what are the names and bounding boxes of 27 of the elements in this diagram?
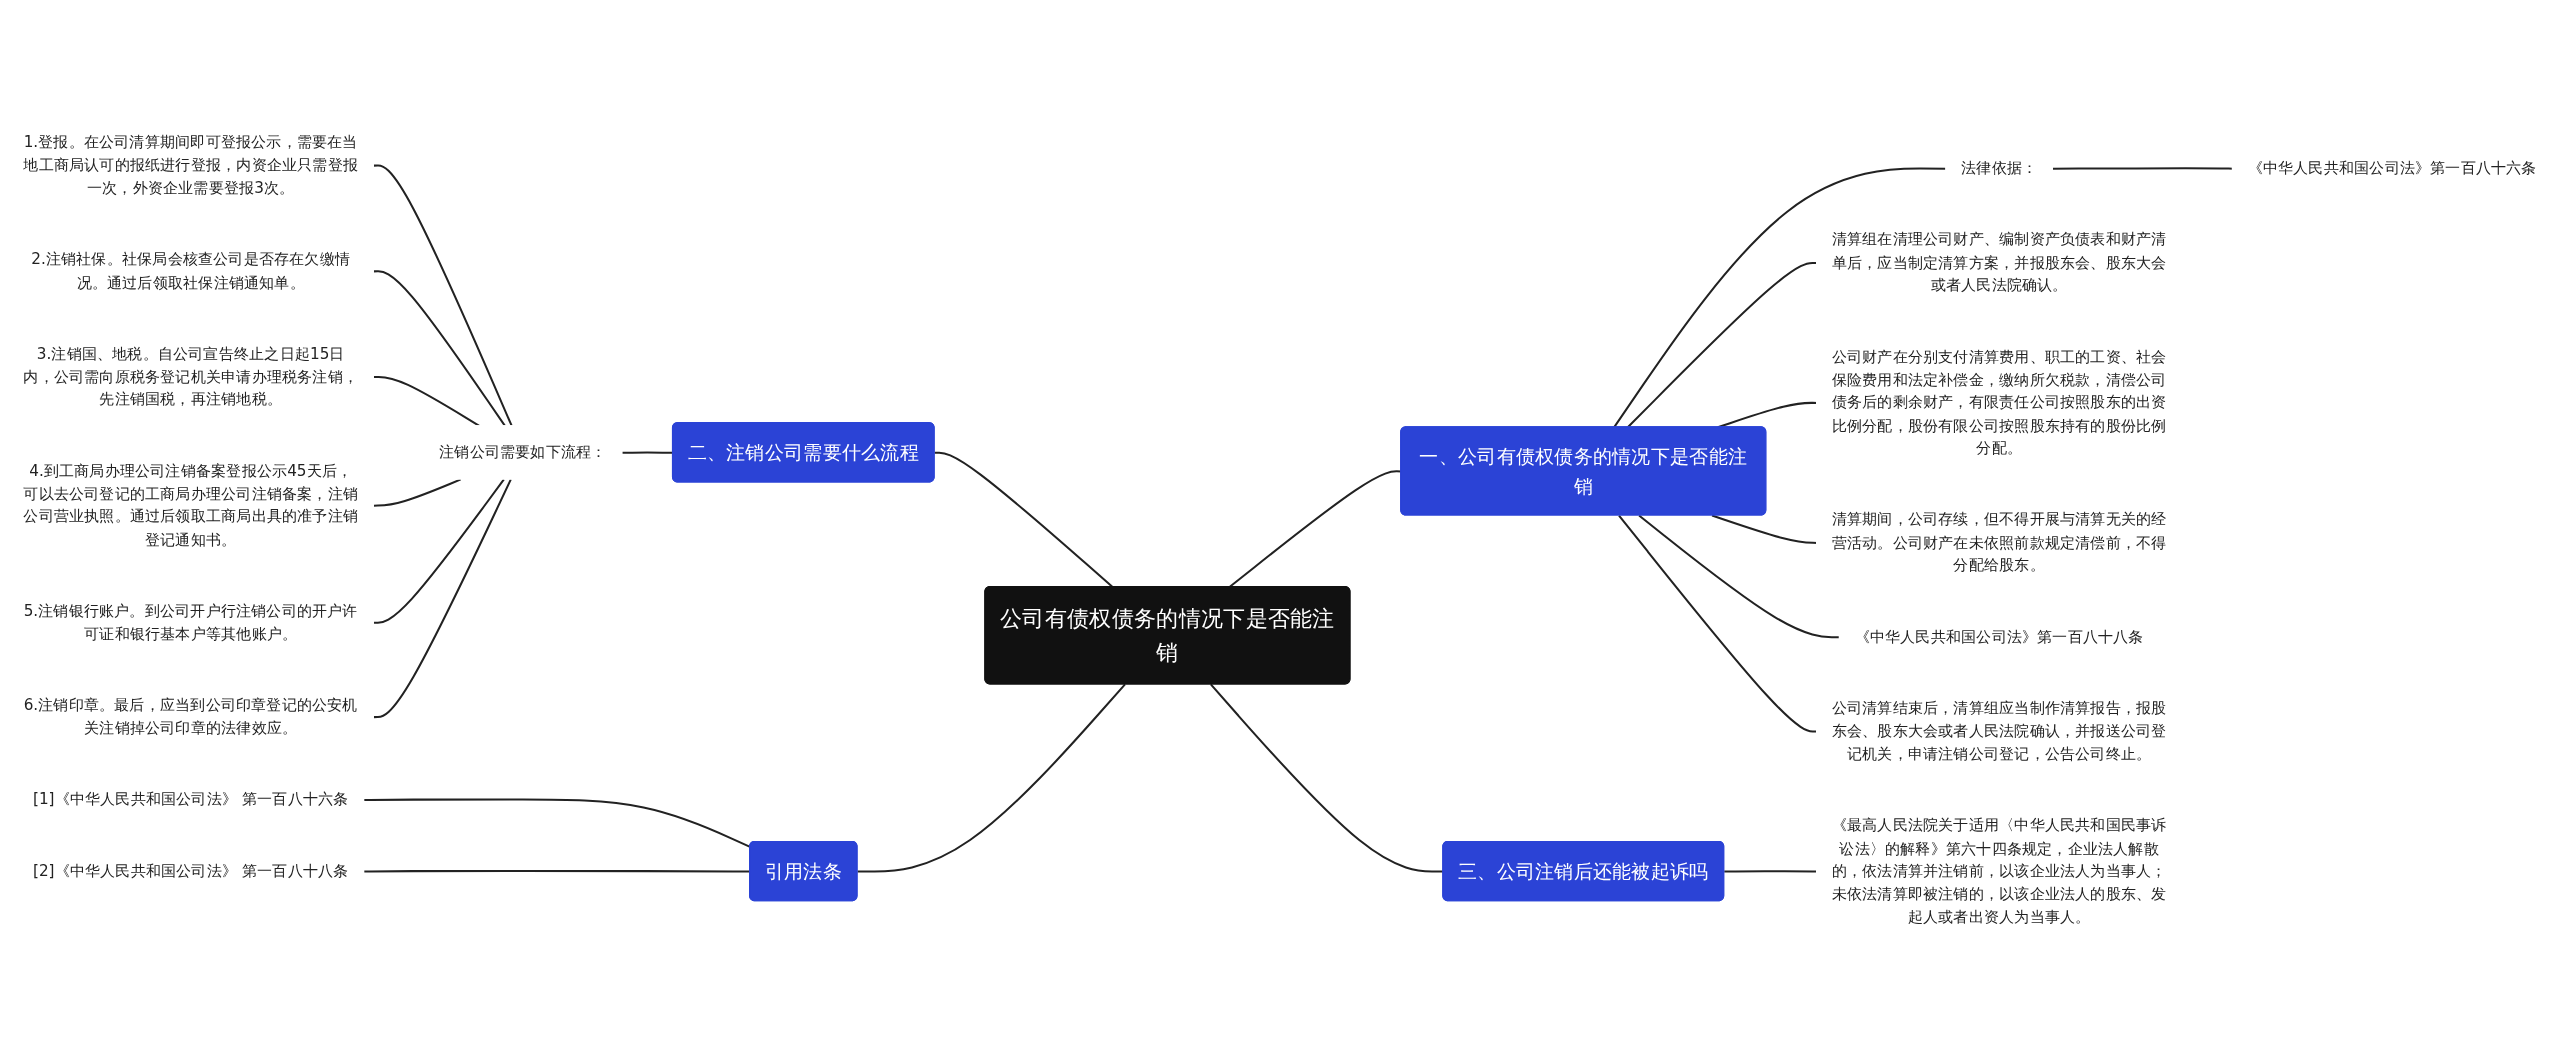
node-text: 3.注销国、地税。自公司宣告终止之日起15日内，公司需向原税务登记机关申请办理税务注销，先注销国税，再注销地税。 (23, 344, 359, 409)
connector (373, 270, 506, 427)
connector (373, 478, 462, 507)
node-text: 清算组在清理公司财产、编制资产负债表和财产清单后，应当制定清算方案，并报股东会、股东大会或者人民法院确认。 (1831, 230, 2167, 295)
connector (934, 451, 1114, 588)
node-text: 5.注销银行账户。到公司开户行注销公司的开户许可证和银行基本户等其他账户。 (23, 601, 358, 643)
connector (373, 479, 512, 719)
node-text: 清算期间，公司存续，但不得开展与清算无关的经营活动。公司财产在未依照前款规定清偿前，不得分配给股东。 (1831, 510, 2167, 575)
connector (373, 478, 505, 624)
node-text: [2]《中华人民共和国公司法》 第一百八十八条 (32, 861, 349, 880)
node-text: 4.到工商局办理公司注销备案登报公示45天后，可以去公司登记的工商局办理公司注销备案，注销公司营业执照。通过后领取工商局出具的准予注销登记通知书。 (23, 461, 359, 549)
node-text: 法律依据： (1961, 158, 2038, 178)
node-text: 1.登报。在公司清算期间即可登报公示，需要在当地工商局认可的报纸进行登报，内资企业只需登报一次，外资企业需要登报3次。 (23, 132, 359, 197)
connector (373, 164, 513, 427)
node-text: [1]《中华人民共和国公司法》 第一百八十六条 (32, 790, 349, 809)
connector (2052, 167, 2233, 170)
connector (622, 451, 673, 454)
connector (1638, 514, 1840, 639)
node-text: 公司财产在分别支付清算费用、职工的工资、社会保险费用和法定补偿金，缴纳所欠税款，清偿公司债务后的剩余财产，有限责任公司按照股东的出资比例分配，股份有限公司按照股东持有的股份比例分配。 (1831, 347, 2167, 457)
node-text: 2.注销社保。社保局会核查公司是否存在欠缴情况。通过后领取社保注销通知单。 (31, 250, 351, 292)
node-text: 公司清算结束后，清算组应当制作清算报告，报股东会、股东大会或者人民法院确认，并报送公司登记机关，申请注销公司登记，公告公司终止。 (1831, 698, 2167, 763)
node-text: 《中华人民共和国公司法》第一百八十八条 (1854, 627, 2144, 646)
node-text: 6.注销印章。最后，应当到公司印章登记的公安机关注销掉公司印章的法律效应。 (23, 695, 358, 737)
connector (857, 683, 1126, 873)
node-text: 《最高人民法院关于适用〈中华人民共和国民事诉讼法〉的解释》第六十四条规定，企业法人解散的，依法清算并注销前，以该企业法人为当事人；未依法清算即被注销的，以该企业法人的股东、发起人或者出资人为当事人。 (1831, 816, 2167, 926)
node-text: 注销公司需要如下流程： (439, 442, 607, 462)
node-text: 《中华人民共和国公司法》第一百八十六条 (2247, 158, 2537, 178)
